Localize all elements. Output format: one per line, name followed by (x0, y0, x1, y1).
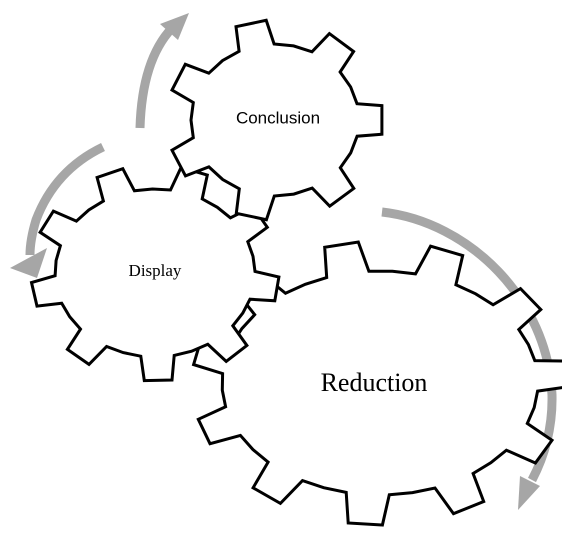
gear-label-conclusion: Conclusion (236, 108, 320, 127)
arrow-reduction-to-display (25, 142, 105, 256)
gear-label-display: Display (129, 261, 182, 280)
arrowhead-right (518, 476, 540, 510)
arrow-display-to-conclusion (135, 24, 176, 129)
arrowhead-top (160, 13, 189, 40)
arrowhead-left (10, 248, 47, 278)
gear-conclusion (170, 18, 384, 222)
gear-label-reduction: Reduction (321, 368, 428, 397)
gear-reduction (191, 240, 562, 527)
